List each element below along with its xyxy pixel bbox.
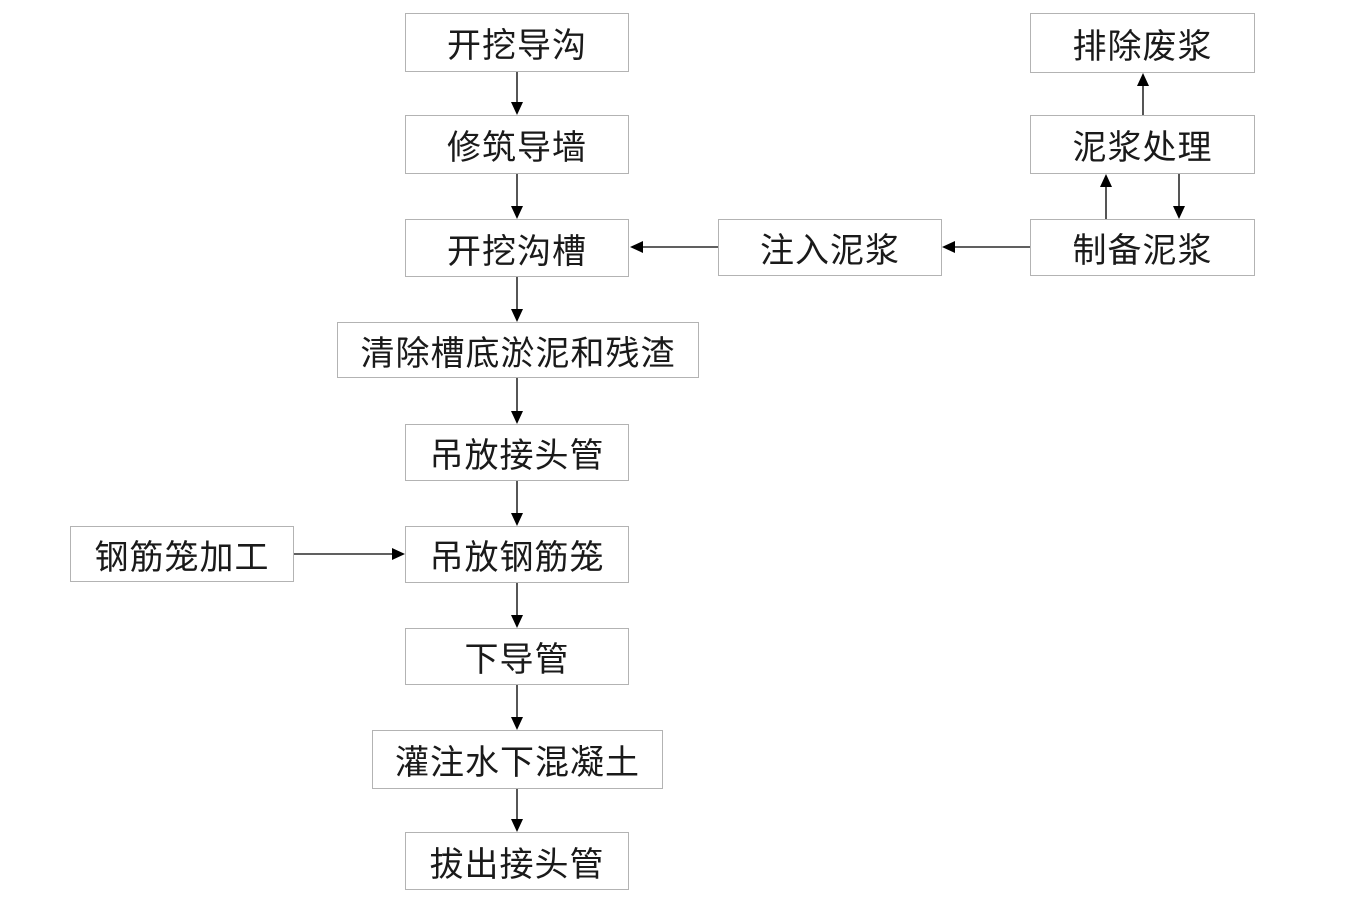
step-prepare-slurry: 制备泥浆 <box>1030 219 1255 276</box>
arrow-guide-wall-to-trench <box>511 174 523 219</box>
arrow-concrete-to-pull-pipe <box>511 789 523 832</box>
step-build-guide-wall: 修筑导墙 <box>405 115 629 174</box>
arrow-tremie-to-concrete <box>511 685 523 730</box>
step-rebar-fabrication: 钢筋笼加工 <box>70 526 294 582</box>
arrow-clear-to-joint-pipe <box>511 378 523 424</box>
step-inject-slurry: 注入泥浆 <box>718 219 942 276</box>
step-excavate-guide-trench: 开挖导沟 <box>405 13 629 72</box>
step-clear-sediment: 清除槽底淤泥和残渣 <box>337 322 699 378</box>
arrow-guide-trench-to-guide-wall <box>511 72 523 115</box>
arrow-trench-to-clear <box>511 277 523 322</box>
arrow-rebar-fab-to-cage <box>294 548 405 560</box>
step-pull-joint-pipe: 拔出接头管 <box>405 832 629 890</box>
step-treat-slurry: 泥浆处理 <box>1030 115 1255 174</box>
arrow-joint-pipe-to-rebar-cage <box>511 481 523 526</box>
arrow-inject-to-trench <box>630 241 718 253</box>
arrow-treat-to-discharge <box>1137 73 1149 115</box>
step-pour-concrete: 灌注水下混凝土 <box>372 730 663 789</box>
arrow-treat-to-prepare <box>1173 174 1185 219</box>
step-hoist-joint-pipe: 吊放接头管 <box>405 424 629 481</box>
step-excavate-trench: 开挖沟槽 <box>405 219 629 277</box>
step-discharge-slurry: 排除废浆 <box>1030 13 1255 73</box>
arrow-rebar-cage-to-tremie <box>511 583 523 628</box>
arrow-prepare-to-inject <box>942 241 1030 253</box>
step-hoist-rebar-cage: 吊放钢筋笼 <box>405 526 629 583</box>
arrow-prepare-to-treat <box>1100 174 1112 219</box>
step-lower-tremie: 下导管 <box>405 628 629 685</box>
